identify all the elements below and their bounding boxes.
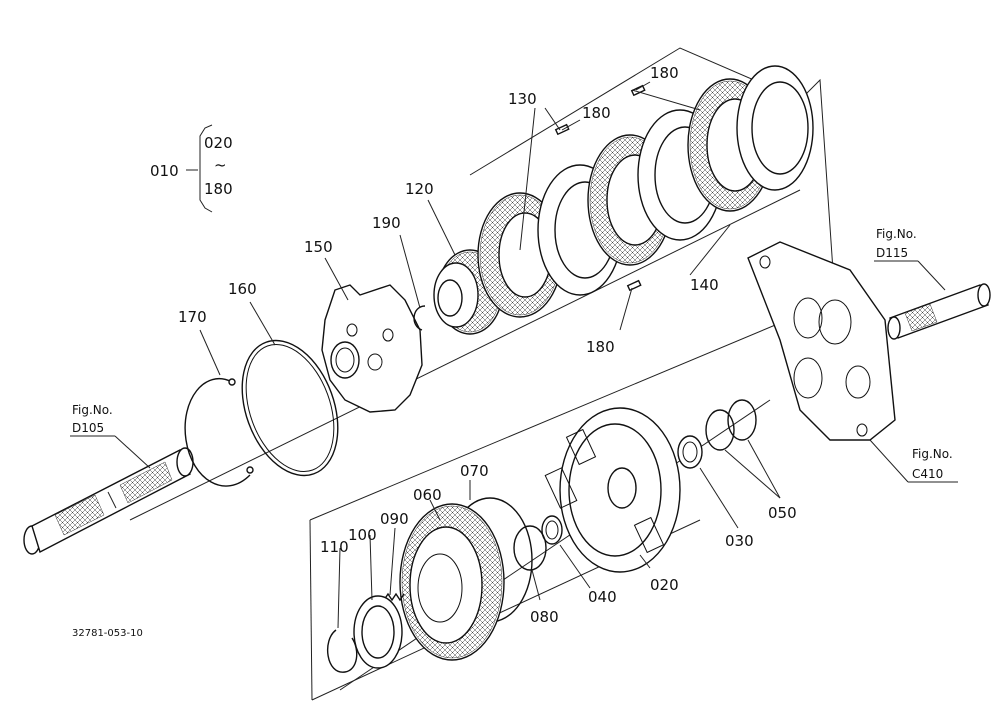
svg-text:D105: D105 xyxy=(72,421,104,435)
callout-labels: 170 160 150 190 120 130 180 180 180 140 … xyxy=(178,64,797,626)
svg-text:Fig.No.: Fig.No. xyxy=(912,447,953,461)
callout-180-top-mid: 180 xyxy=(582,104,611,122)
part-040-bushing xyxy=(541,515,563,545)
svg-text:Fig.No.: Fig.No. xyxy=(72,403,113,417)
part-180-pins xyxy=(554,84,646,292)
callout-180-top-right: 180 xyxy=(650,64,679,82)
part-100-plate xyxy=(353,595,403,669)
right-housing xyxy=(747,241,896,441)
ref-d105: Fig.No. D105 xyxy=(70,403,151,469)
upper-group-frame xyxy=(309,47,836,521)
part-160-ring xyxy=(241,339,339,477)
right-shaft xyxy=(887,283,991,340)
part-090-spring xyxy=(383,592,405,602)
callout-060: 060 xyxy=(413,486,442,504)
bracket-parent-label: 010 xyxy=(150,162,179,180)
svg-text:D115: D115 xyxy=(876,246,908,260)
svg-text:C410: C410 xyxy=(912,467,943,481)
ref-d115: Fig.No. D115 xyxy=(874,227,946,291)
part-170-snap-ring xyxy=(184,377,254,487)
callout-140: 140 xyxy=(690,276,719,294)
callout-110: 110 xyxy=(320,538,349,556)
bracket-tilde: ~ xyxy=(214,156,227,174)
part-020-drum xyxy=(544,407,681,573)
callout-190: 190 xyxy=(372,214,401,232)
callout-130: 130 xyxy=(508,90,537,108)
callout-050: 050 xyxy=(768,504,797,522)
part-150-plate xyxy=(321,284,423,413)
callout-150: 150 xyxy=(304,238,333,256)
callout-030: 030 xyxy=(725,532,754,550)
left-shaft xyxy=(23,447,194,555)
callout-020: 020 xyxy=(650,576,679,594)
callout-090: 090 xyxy=(380,510,409,528)
part-050-rings xyxy=(705,399,757,451)
callout-180-bottom: 180 xyxy=(586,338,615,356)
part-190-clip xyxy=(413,305,426,331)
drawing-number: 32781-053-10 xyxy=(72,628,143,639)
ref-c410: Fig.No. C410 xyxy=(869,439,958,483)
callout-070: 070 xyxy=(460,462,489,480)
part-060-piston xyxy=(399,503,505,661)
callout-170: 170 xyxy=(178,308,207,326)
leader-lines xyxy=(199,81,781,629)
clutch-disc-stack xyxy=(477,65,814,318)
callout-120: 120 xyxy=(405,180,434,198)
part-080-oring xyxy=(513,525,547,571)
assembly-bracket: 010 020 ~ 180 xyxy=(150,124,233,213)
callout-160: 160 xyxy=(228,280,257,298)
part-030-bushing xyxy=(677,435,703,469)
callout-040: 040 xyxy=(588,588,617,606)
callout-100: 100 xyxy=(348,526,377,544)
bracket-from-label: 020 xyxy=(204,134,233,152)
callout-080: 080 xyxy=(530,608,559,626)
part-110-snap-ring xyxy=(327,629,358,673)
bracket-to-label: 180 xyxy=(204,180,233,198)
svg-text:Fig.No.: Fig.No. xyxy=(876,227,917,241)
